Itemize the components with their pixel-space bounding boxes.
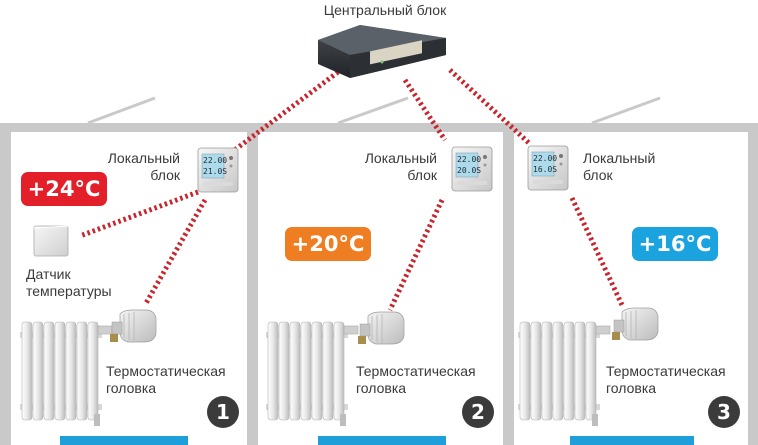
local-unit-1-device: 22.00 21.0S — [197, 147, 239, 193]
room-1-walls — [0, 123, 258, 445]
sensor-label-line2: температуры — [26, 283, 112, 299]
local-unit-1-lcd-line1: 22.00 — [203, 156, 227, 165]
room-2-local-unit-label-line2: блок — [407, 167, 437, 183]
radiator-1 — [19, 321, 113, 427]
local-unit-2-device: 22.00 20.0S — [451, 146, 493, 192]
room-1-number-badge: 1 — [207, 396, 239, 428]
roof-lines — [87, 96, 661, 125]
room-2-local-unit-label-line1: Локальный — [364, 150, 437, 166]
room-3-local-unit-label-line2: блок — [583, 167, 613, 183]
radiator-3 — [517, 321, 611, 427]
central-unit-label: Центральный блок — [323, 2, 447, 18]
sensor-label-line1: Датчик — [26, 266, 71, 282]
radiator-2 — [265, 321, 359, 427]
room-1-head-label-line1: Термостатическая — [106, 363, 226, 379]
thermostatic-head-1 — [109, 309, 157, 343]
local-unit-3-lcd-line1: 22.00 — [533, 154, 557, 163]
room-2-temperature-badge: +20°C — [285, 227, 371, 261]
local-unit-2-lcd-line2: 20.0S — [457, 166, 481, 175]
room-2-head-label-line2: головка — [356, 380, 407, 396]
room-3-head-label-line2: головка — [606, 380, 657, 396]
temperature-sensor-device — [33, 225, 69, 257]
thermostatic-head-2 — [357, 311, 405, 345]
room-1-temperature-badge: +24°C — [21, 172, 107, 206]
room-3-number-badge: 3 — [708, 396, 740, 428]
floor-strips — [60, 436, 694, 445]
room-1-local-unit-label-line2: блок — [150, 167, 180, 183]
central-unit-device — [318, 25, 446, 78]
room-1-head-label: Термостатическая головка — [106, 363, 226, 397]
room-2-head-label: Термостатическая головка — [356, 363, 476, 397]
room-2-head-label-line1: Термостатическая — [356, 363, 476, 379]
room-2-walls — [258, 123, 514, 445]
room-2-number-badge: 2 — [462, 396, 494, 428]
room-3-walls — [514, 123, 758, 445]
room-1-head-label-line2: головка — [106, 380, 157, 396]
room-3-local-unit-label-line1: Локальный — [583, 150, 656, 166]
local-unit-3-device: 22.00 16.0S — [527, 145, 569, 191]
local-unit-2-lcd-line1: 22.00 — [457, 155, 481, 164]
room-2-local-unit-label: Локальный блок — [335, 150, 437, 184]
room-3-local-unit-label: Локальный блок — [583, 150, 655, 184]
room-1-local-unit-label: Локальный блок — [80, 150, 180, 184]
local-unit-1-lcd-line2: 21.0S — [203, 167, 227, 176]
room-3-temperature-badge: +16°C — [632, 227, 718, 261]
thermostatic-head-3 — [611, 307, 659, 341]
room-3-head-label: Термостатическая головка — [606, 363, 726, 397]
room-1-local-unit-label-line1: Локальный — [107, 150, 180, 166]
wireless-links — [79, 68, 625, 312]
room-3-head-label-line1: Термостатическая — [606, 363, 726, 379]
local-unit-3-lcd-line2: 16.0S — [533, 165, 557, 174]
sensor-label: Датчик температуры — [26, 266, 112, 300]
